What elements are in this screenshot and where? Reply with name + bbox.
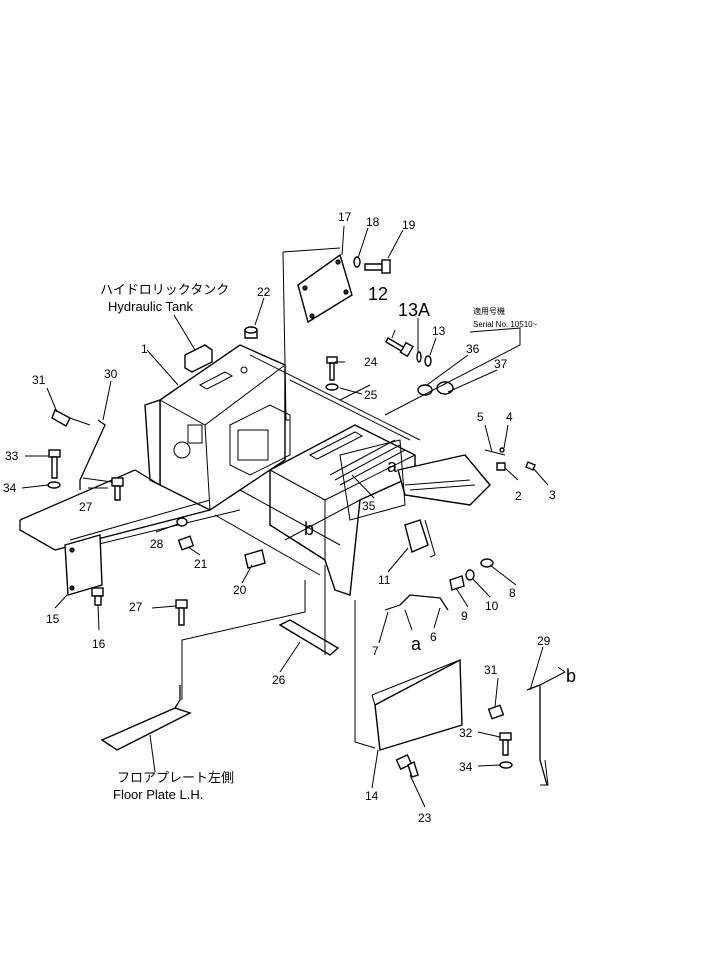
ref-letter-b: b [304,519,314,539]
label-serial-en: Serial No. 10510~ [473,320,538,329]
part-number: 31 [32,373,46,387]
part-number: 34 [3,481,17,495]
part-number: 22 [257,285,271,299]
part-number: 27 [79,500,93,514]
ref-letter-a: a [411,634,422,654]
part-number: 7 [372,644,379,658]
part-number: 21 [194,557,208,571]
part-number: 33 [5,449,19,463]
part-number: 12 [368,284,388,304]
part-number: 4 [506,410,513,424]
main-frame [19,344,421,596]
part-number: 14 [365,789,379,803]
part-number: 5 [477,410,484,424]
part-number: 34 [459,760,473,774]
part-number: 37 [494,357,508,371]
part-number: 10 [485,599,499,613]
part-number: 16 [92,637,106,651]
part-number: 20 [233,583,247,597]
part-number: 13 [432,324,446,338]
part-number: 30 [104,367,118,381]
part-number: 2 [515,489,522,503]
part-number: 26 [272,673,286,687]
ref-letter-b: b [566,666,576,686]
part-number: 32 [459,726,473,740]
part-number: 35 [362,499,376,513]
part-number: 28 [150,537,164,551]
label-floor-plate-en: Floor Plate L.H. [113,787,203,802]
part-number: 23 [418,811,432,825]
part-number: 8 [509,586,516,600]
part-number: 6 [430,630,437,644]
label-hydraulic-tank-jp: ハイドロリックタンク [100,282,229,297]
label-floor-plate-jp: フロアプレート左側 [117,770,234,785]
part-number: 19 [402,218,416,232]
label-hydraulic-tank-en: Hydraulic Tank [108,299,194,314]
part-number: 1 [141,342,148,356]
part-number: 25 [364,388,378,402]
part-number: 9 [461,609,468,623]
part-number: 17 [338,210,352,224]
part-number: 13A [398,300,430,320]
part-number: 36 [466,342,480,356]
part-number: 3 [549,488,556,502]
label-serial-jp: 適用号機 [473,306,505,316]
part-number: 11 [378,573,391,587]
part-number: 29 [537,634,551,648]
part-number: 27 [129,600,143,614]
part-number: 24 [364,355,378,369]
part-number: 18 [366,215,380,229]
part-18-cover [297,253,353,324]
ref-letter-a: a [387,456,398,476]
part-number: 31 [484,663,498,677]
part-number: 15 [46,612,60,626]
leader-lines [21,225,566,808]
